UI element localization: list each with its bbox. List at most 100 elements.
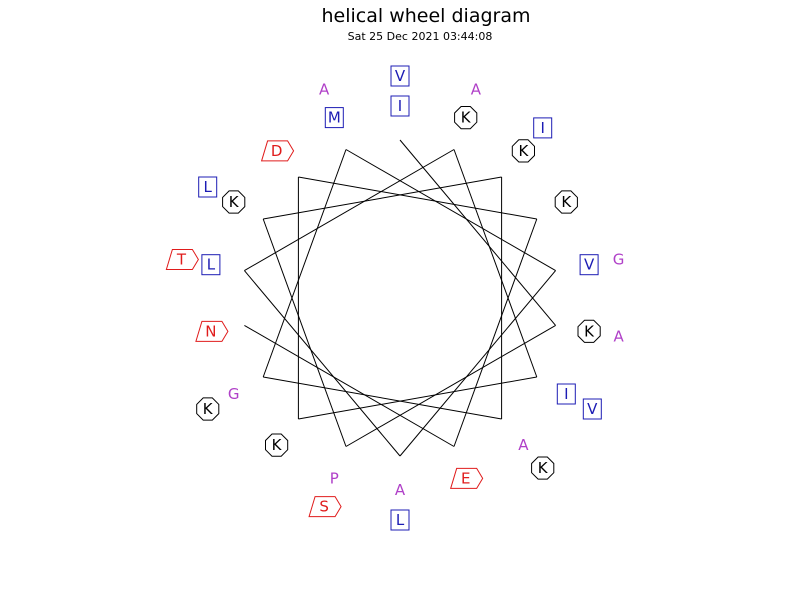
wheel-line bbox=[298, 176, 537, 220]
residue-octagon bbox=[531, 456, 555, 480]
residue-letter: V bbox=[395, 67, 406, 85]
residue-square bbox=[198, 176, 218, 198]
residue-20: A bbox=[613, 328, 624, 346]
residue-12: K bbox=[454, 106, 478, 130]
residue-letter: E bbox=[461, 469, 470, 487]
residue-square bbox=[533, 117, 553, 139]
residue-4: K bbox=[222, 190, 246, 214]
residue-letter: A bbox=[613, 328, 624, 346]
residue-square bbox=[556, 383, 576, 405]
residue-15: D bbox=[260, 140, 295, 162]
residue-28: L bbox=[390, 509, 410, 531]
wheel-line bbox=[244, 324, 455, 447]
residue-22: L bbox=[198, 176, 218, 198]
residue-octagon bbox=[577, 319, 601, 343]
residue-letter: A bbox=[471, 80, 482, 98]
residue-square bbox=[324, 107, 344, 129]
residue-letter: G bbox=[228, 385, 240, 403]
wheel-line bbox=[345, 149, 556, 272]
residue-pentagon bbox=[165, 248, 199, 270]
residue-letter: I bbox=[398, 97, 402, 115]
residue-letter: V bbox=[587, 400, 598, 418]
wheel-line bbox=[453, 149, 538, 378]
wheel-line bbox=[262, 218, 347, 447]
residue-letter: K bbox=[272, 436, 283, 454]
residue-11: L bbox=[201, 254, 221, 276]
residue-letter: A bbox=[319, 80, 330, 98]
residue-square bbox=[582, 398, 602, 420]
residue-7: G bbox=[228, 385, 240, 403]
wheel-line bbox=[399, 270, 556, 457]
residue-26: A bbox=[319, 80, 330, 98]
residue-19: V bbox=[390, 65, 410, 87]
residue-letter: S bbox=[319, 498, 329, 516]
residue-5: K bbox=[511, 139, 535, 163]
residue-16: K bbox=[554, 190, 578, 214]
residue-27: G bbox=[613, 251, 625, 269]
residue-octagon bbox=[222, 190, 246, 214]
residue-18: N bbox=[195, 320, 229, 342]
residue-square bbox=[579, 254, 599, 276]
residue-letter: I bbox=[564, 385, 568, 403]
residue-letter: K bbox=[229, 193, 240, 211]
residue-17: E bbox=[449, 467, 484, 489]
residue-6: A bbox=[518, 436, 529, 454]
residue-letter: M bbox=[328, 109, 341, 127]
residue-letter: K bbox=[518, 142, 529, 160]
residue-letter: K bbox=[461, 109, 472, 127]
residue-1: I bbox=[390, 95, 410, 117]
residue-octagon bbox=[265, 433, 289, 457]
wheel-line bbox=[263, 376, 502, 420]
wheel-connector-lines bbox=[244, 139, 556, 457]
residue-9: V bbox=[579, 254, 599, 276]
residue-octagon bbox=[454, 106, 478, 130]
residue-letter: L bbox=[204, 178, 213, 196]
residue-pentagon bbox=[195, 320, 229, 342]
wheel-line bbox=[244, 149, 455, 272]
wheel-line bbox=[263, 176, 502, 220]
residue-letter: N bbox=[205, 322, 216, 340]
residue-letter: A bbox=[518, 436, 529, 454]
residue-24: K bbox=[531, 456, 555, 480]
residue-13: I bbox=[556, 383, 576, 405]
residue-29: T bbox=[165, 248, 199, 270]
residue-30: A bbox=[471, 80, 482, 98]
residue-21: S bbox=[308, 496, 342, 518]
residue-31: V bbox=[582, 398, 602, 420]
wheel-line bbox=[244, 270, 401, 457]
diagram-timestamp: Sat 25 Dec 2021 03:44:08 bbox=[348, 30, 493, 43]
residue-letter: V bbox=[584, 256, 595, 274]
residue-letter: A bbox=[395, 481, 406, 499]
residue-letter: K bbox=[584, 322, 595, 340]
residue-25: K bbox=[196, 397, 220, 421]
residue-letter: D bbox=[271, 142, 283, 160]
residue-letter: K bbox=[203, 400, 214, 418]
wheel-line bbox=[453, 218, 538, 447]
residue-letter: K bbox=[538, 459, 549, 477]
residue-square bbox=[390, 95, 410, 117]
residue-letter: K bbox=[561, 193, 572, 211]
residue-pentagon bbox=[449, 467, 484, 489]
residue-octagon bbox=[511, 139, 535, 163]
residue-octagon bbox=[554, 190, 578, 214]
wheel-line bbox=[399, 139, 556, 326]
residue-letter: L bbox=[396, 511, 405, 529]
residue-3: P bbox=[330, 469, 339, 487]
residue-square bbox=[390, 65, 410, 87]
residue-pentagon bbox=[260, 140, 295, 162]
residue-letter: L bbox=[207, 256, 216, 274]
wheel-line bbox=[345, 324, 556, 447]
wheel-line bbox=[262, 149, 347, 378]
residue-pentagon bbox=[308, 496, 342, 518]
residue-octagon bbox=[196, 397, 220, 421]
residue-square bbox=[201, 254, 221, 276]
residue-2: K bbox=[577, 319, 601, 343]
residue-23: I bbox=[533, 117, 553, 139]
residue-letter: G bbox=[613, 251, 625, 269]
residue-10: A bbox=[395, 481, 406, 499]
residue-letter: P bbox=[330, 469, 339, 487]
wheel-line bbox=[298, 376, 537, 420]
residue-letter: I bbox=[540, 119, 544, 137]
